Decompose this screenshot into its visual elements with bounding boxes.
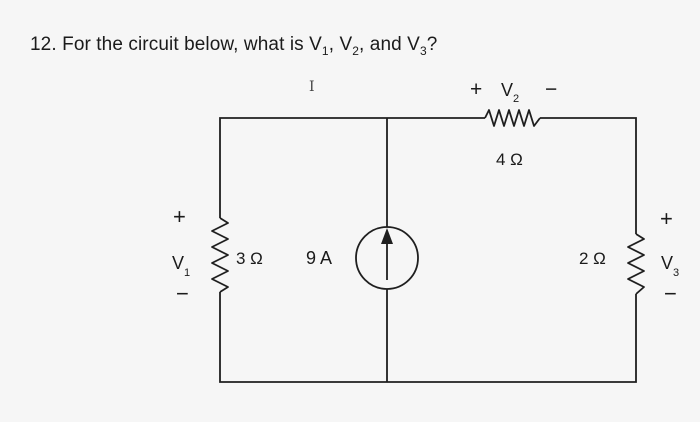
voltage-v1-marker: + V 1 − <box>172 204 190 306</box>
wire-top-right <box>540 117 637 234</box>
wire-top-left <box>219 117 485 218</box>
resistor-4-ohm <box>484 109 541 127</box>
v1-minus: − <box>176 281 189 306</box>
v1-subscript: 1 <box>184 267 190 279</box>
v2-name: V <box>501 80 513 100</box>
v3-minus: − <box>664 281 677 306</box>
voltage-v2-marker: + V 2 − <box>470 78 557 105</box>
label-9-amp: 9 A <box>306 248 332 268</box>
question-body: For the circuit below, what is V1, V2, a… <box>62 34 438 58</box>
question-text: 12. For the circuit below, what is V1, V… <box>30 34 437 58</box>
circuit-wires <box>219 117 637 383</box>
question-number: 12. <box>30 34 57 55</box>
current-arrow-up-icon <box>381 228 393 244</box>
label-3-ohm: 3 Ω <box>236 249 263 268</box>
voltage-v3-marker: + V 3 − <box>660 206 679 306</box>
wire-left-bottom <box>219 292 637 383</box>
v2-plus: + <box>470 78 482 101</box>
current-source-circle <box>355 226 419 290</box>
resistor-2-ohm <box>627 233 645 295</box>
label-4-ohm: 4 Ω <box>496 150 523 169</box>
current-source <box>355 226 419 290</box>
resistor-3-ohm <box>211 217 229 293</box>
v3-subscript: 3 <box>673 267 679 279</box>
v2-subscript: 2 <box>513 93 519 105</box>
v2-minus: − <box>545 78 557 101</box>
v1-plus: + <box>173 204 186 229</box>
v3-plus: + <box>660 206 673 231</box>
text-cursor-icon: I <box>309 79 315 95</box>
v3-name: V <box>661 253 673 273</box>
v1-name: V <box>172 253 184 273</box>
label-2-ohm: 2 Ω <box>579 249 606 268</box>
